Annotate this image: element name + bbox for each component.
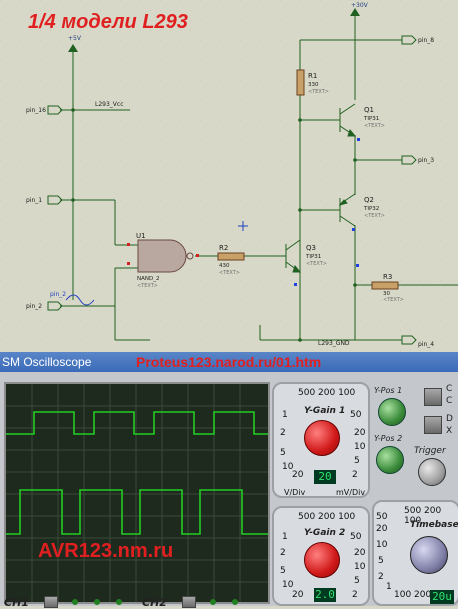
trace-channel-2 (6, 489, 268, 535)
svg-text:<TEXT>: <TEXT> (383, 297, 404, 303)
svg-text:TIP31: TIP31 (305, 254, 321, 260)
oscilloscope-window[interactable]: SM Oscilloscope Proteus123.narod.ru/01.h… (0, 352, 458, 609)
svg-text:30: 30 (383, 291, 390, 297)
terminal-pin-4[interactable]: pin_4 (401, 335, 434, 348)
url-overlay: Proteus123.narod.ru/01.htm (136, 354, 322, 370)
ygain1-lcd: 20 (314, 470, 336, 484)
transistor-q2[interactable]: Q2 TIP32 <TEXT> (338, 193, 385, 227)
svg-text:NAND_2: NAND_2 (137, 276, 159, 282)
ypos2-knob[interactable] (376, 446, 404, 474)
ch2-led-1 (210, 599, 216, 605)
ypos2-label: Y-Pos 2 (374, 434, 403, 443)
ypos1-label: Y-Pos 1 (374, 386, 403, 395)
svg-text:R3: R3 (383, 273, 392, 281)
terminal-pin-3[interactable]: pin_3 (401, 155, 434, 165)
svg-text:330: 330 (308, 82, 319, 88)
power-5v-symbol[interactable]: +5V (68, 35, 82, 52)
l293-vcc-label: L293_Vcc (95, 101, 124, 108)
timebase-knob[interactable] (410, 536, 448, 574)
svg-text:U1: U1 (136, 232, 146, 240)
ygain2-title: Y-Gain 2 (304, 528, 346, 538)
svg-text:TIP31: TIP31 (363, 116, 379, 122)
ch1-led-3 (116, 599, 122, 605)
svg-text:+5V: +5V (68, 35, 82, 42)
trigger-knob[interactable] (418, 458, 446, 486)
svg-text:Q3: Q3 (306, 244, 316, 252)
timebase-title: Timebase (410, 520, 458, 530)
resistor-r3[interactable]: R3 30 <TEXT> (371, 273, 404, 303)
schematic-canvas[interactable]: 1/4 модели L293 (0, 0, 458, 352)
timebase-panel: 500 200 100 Timebase 50 20 10 5 2 1 100 … (372, 500, 458, 606)
ygain2-knob[interactable] (304, 542, 340, 578)
svg-text:<TEXT>: <TEXT> (219, 270, 240, 276)
terminal-pin-1[interactable]: pin_1 (26, 195, 63, 205)
transistor-q3[interactable]: Q3 TIP31 <TEXT> (285, 225, 327, 273)
trigger-label: Trigger (414, 446, 446, 456)
ch1-led-1 (72, 599, 78, 605)
timebase-top-scale: 500 200 100 (404, 506, 442, 526)
svg-text:R1: R1 (308, 72, 317, 80)
svg-text:pin_2: pin_2 (26, 303, 42, 310)
ch2-led-2 (232, 599, 238, 605)
ygain2-top-scale: 500 200 100 (298, 512, 356, 522)
scope-screen: AVR123.nm.ru (4, 382, 270, 604)
ygain1-panel: 500 200 100 Y-Gain 1 1 2 5 10 20 50 20 1… (272, 382, 370, 498)
window-title: SM Oscilloscope (2, 355, 92, 369)
terminal-pin-2[interactable]: pin_2 pin_2 (26, 291, 95, 311)
ygain2-panel: 500 200 100 Y-Gain 2 1 2 5 10 20 50 20 1… (272, 506, 370, 606)
terminal-pin-8[interactable]: pin_8 (401, 35, 434, 45)
svg-text:<TEXT>: <TEXT> (364, 123, 385, 129)
svg-text:<TEXT>: <TEXT> (364, 213, 385, 219)
ch2-toggle-button[interactable] (182, 596, 196, 608)
ch2-label: CH2 (142, 596, 167, 609)
svg-text:Q1: Q1 (364, 106, 374, 114)
ygain1-title: Y-Gain 1 (304, 406, 346, 416)
ch1-label: CH1 (4, 596, 29, 609)
svg-text:<TEXT>: <TEXT> (137, 283, 158, 289)
svg-text:pin_2: pin_2 (50, 291, 66, 298)
svg-text:TIP32: TIP32 (363, 206, 379, 212)
ch1-toggle-button[interactable] (44, 596, 58, 608)
transistor-q1[interactable]: Q1 TIP31 <TEXT> (339, 103, 385, 137)
terminal-pin-16[interactable]: pin_16 (26, 105, 63, 115)
svg-text:pin_8: pin_8 (418, 37, 434, 44)
svg-text:430: 430 (219, 263, 230, 269)
power-30v-symbol[interactable]: +30V (350, 2, 369, 16)
svg-text:<TEXT>: <TEXT> (308, 89, 329, 95)
trace-channel-1 (6, 411, 268, 435)
watermark-text: AVR123.nm.ru (38, 540, 174, 562)
nand-gate-u1[interactable]: U1 NAND_2 <TEXT> (127, 232, 199, 289)
grid-background (0, 0, 458, 352)
schematic-title: 1/4 модели L293 (28, 11, 188, 33)
timebase-lcd: 20u (430, 590, 454, 604)
svg-text:pin_16: pin_16 (26, 107, 46, 114)
resistor-r2[interactable]: R2 430 <TEXT> (217, 244, 245, 276)
svg-text:Q2: Q2 (364, 196, 374, 204)
oscilloscope-titlebar[interactable]: SM Oscilloscope Proteus123.narod.ru/01.h… (0, 352, 458, 372)
svg-text:pin_1: pin_1 (26, 197, 42, 204)
ch1-led-2 (94, 599, 100, 605)
ypos1-knob[interactable] (378, 398, 406, 426)
channel-mode-button-2[interactable] (424, 416, 442, 434)
resistor-r1[interactable]: R1 330 <TEXT> (296, 69, 329, 96)
svg-text:pin_4: pin_4 (418, 341, 434, 348)
l293-gnd-label: L293_GND (318, 340, 350, 347)
svg-text:R2: R2 (219, 244, 228, 252)
ygain1-knob[interactable] (304, 420, 340, 456)
ygain1-top-scale: 500 200 100 (298, 388, 356, 398)
svg-text:<TEXT>: <TEXT> (306, 261, 327, 267)
svg-text:pin_3: pin_3 (418, 157, 434, 164)
timebase-bottom-scale: 100 200 (394, 590, 432, 600)
ygain2-lcd: 2.0 (314, 588, 336, 602)
svg-text:+30V: +30V (351, 2, 369, 9)
channel-mode-button-1[interactable] (424, 388, 442, 406)
crosshair-marker (238, 221, 248, 231)
